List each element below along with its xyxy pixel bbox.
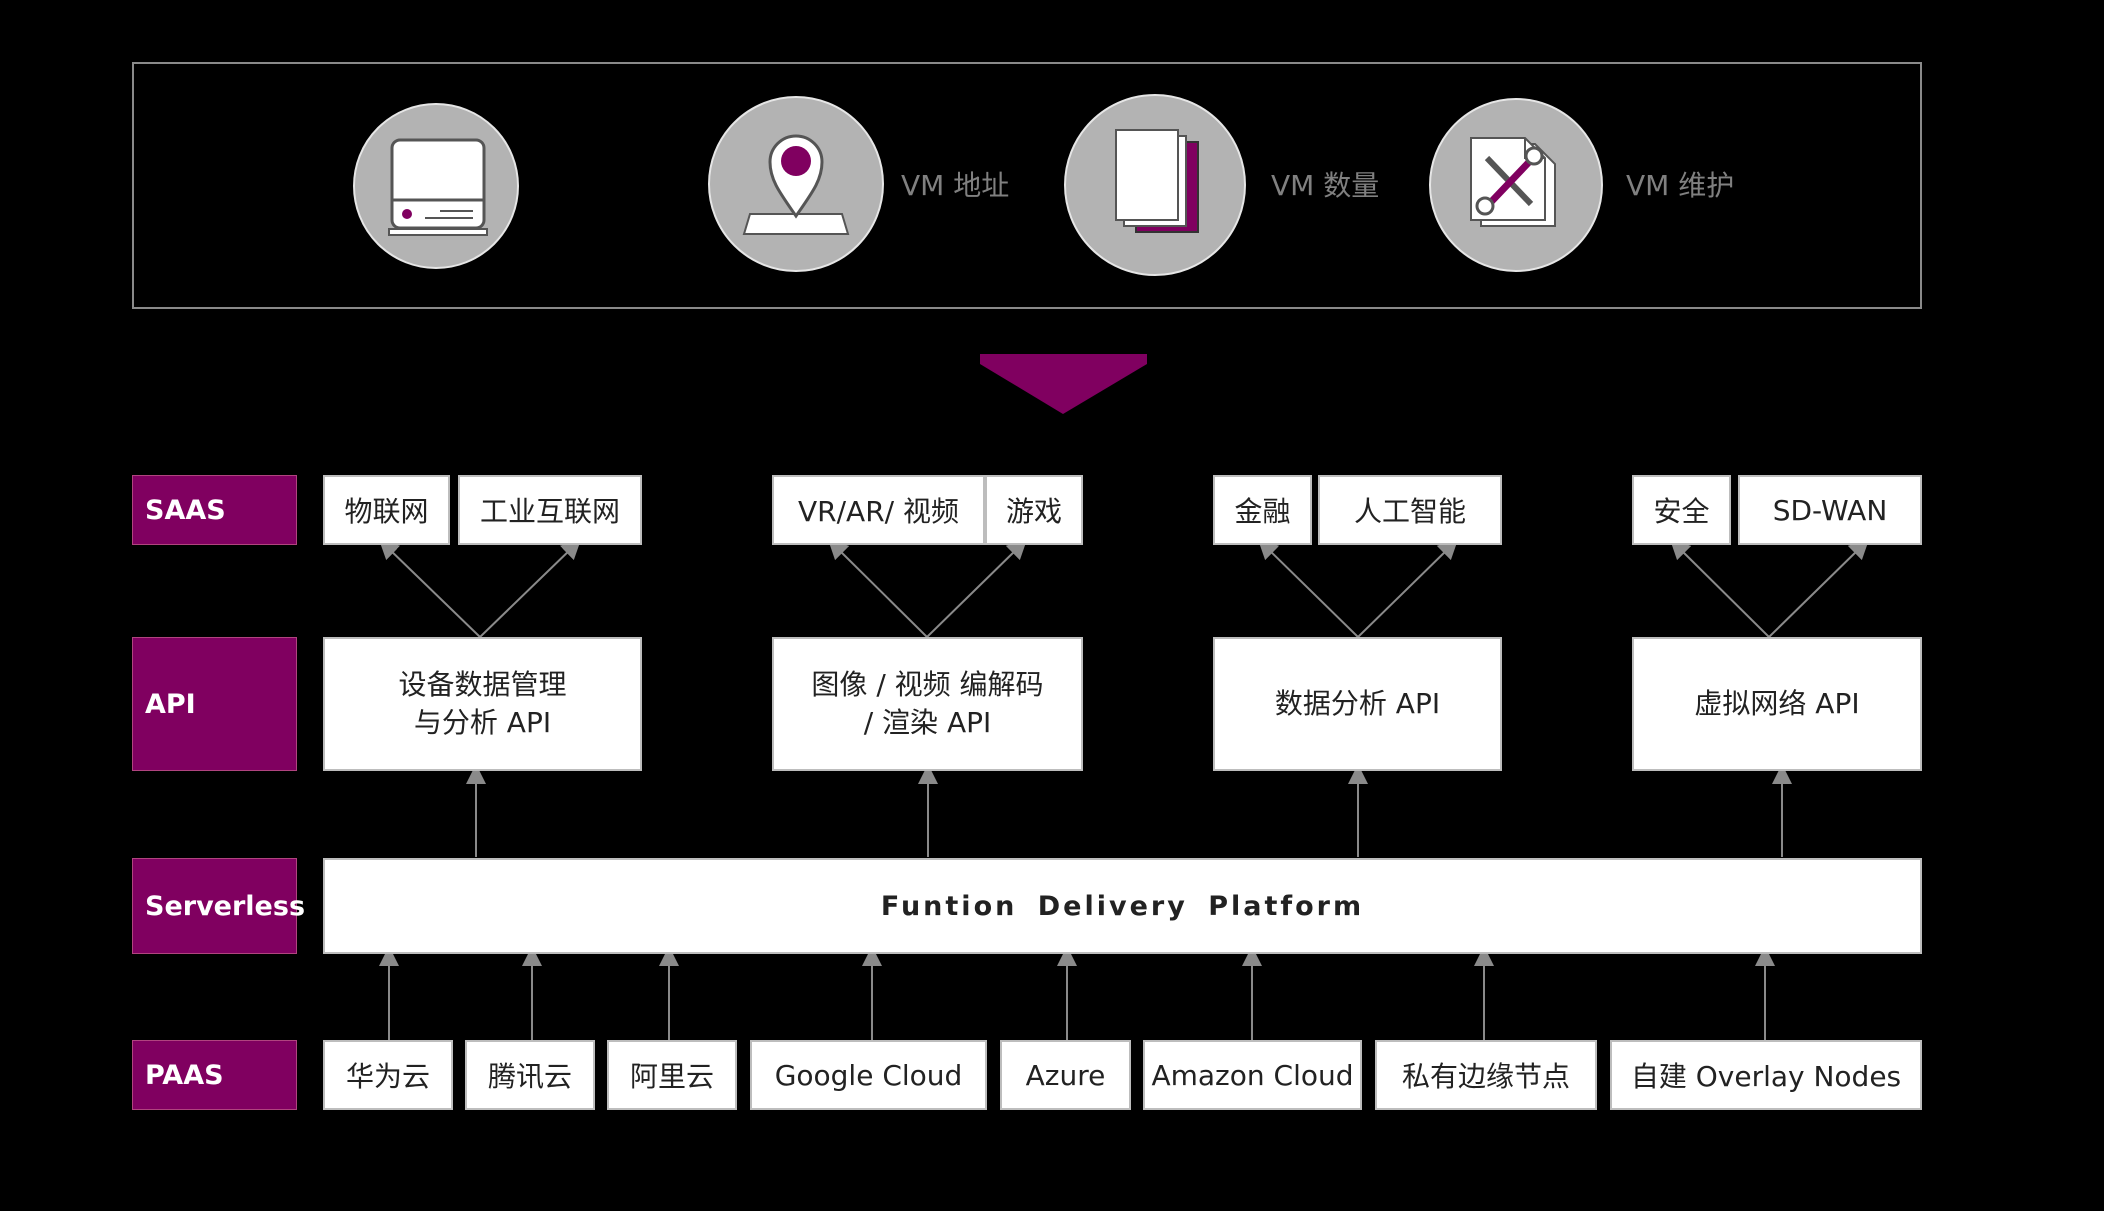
saas-item: 人工智能 bbox=[1318, 475, 1502, 545]
paas-item: Amazon Cloud bbox=[1143, 1040, 1362, 1110]
api-box: 图像 / 视频 编解码 / 渲染 API bbox=[772, 637, 1083, 771]
saas-item: SD-WAN bbox=[1738, 475, 1922, 545]
api-line: / 渲染 API bbox=[863, 706, 992, 739]
paas-item: 私有边缘节点 bbox=[1375, 1040, 1597, 1110]
saas-item: 安全 bbox=[1632, 475, 1731, 545]
documents-icon bbox=[1115, 129, 1199, 233]
api-box: 虚拟网络 API bbox=[1632, 637, 1922, 771]
paas-item: Azure bbox=[1000, 1040, 1131, 1110]
tier-saas: SAAS bbox=[132, 475, 297, 545]
api-line: 与分析 API bbox=[413, 706, 552, 739]
paas-item: 自建 Overlay Nodes bbox=[1610, 1040, 1922, 1110]
vm-count-label: VM 数量 bbox=[1271, 169, 1380, 202]
tier-paas: PAAS bbox=[132, 1040, 297, 1110]
paas-item: 腾讯云 bbox=[465, 1040, 595, 1110]
tier-serverless: Serverless bbox=[132, 858, 305, 954]
paas-item: 华为云 bbox=[323, 1040, 453, 1110]
api-line: 数据分析 API bbox=[1274, 687, 1441, 720]
api-box: 设备数据管理 与分析 API bbox=[323, 637, 642, 771]
location-pin-icon bbox=[742, 134, 850, 235]
saas-item: 工业互联网 bbox=[458, 475, 642, 545]
api-box: 数据分析 API bbox=[1213, 637, 1502, 771]
paas-item: 阿里云 bbox=[607, 1040, 737, 1110]
paas-item: Google Cloud bbox=[750, 1040, 987, 1110]
tools-circle bbox=[1429, 98, 1603, 272]
vm-address-label: VM 地址 bbox=[901, 169, 1010, 202]
api-line: 虚拟网络 API bbox=[1694, 687, 1860, 720]
saas-item: 金融 bbox=[1213, 475, 1312, 545]
vm-maintenance-label: VM 维护 bbox=[1626, 169, 1735, 202]
vm-panel bbox=[132, 62, 1922, 309]
api-line: 图像 / 视频 编解码 bbox=[811, 668, 1044, 701]
tools-icon bbox=[1470, 137, 1556, 227]
function-delivery-platform: Funtion Delivery Platform bbox=[323, 858, 1922, 954]
tier-api: API bbox=[132, 637, 297, 771]
server-icon bbox=[388, 138, 488, 236]
server-circle bbox=[353, 103, 519, 269]
api-line: 设备数据管理 bbox=[398, 668, 567, 701]
location-circle bbox=[708, 96, 884, 272]
saas-item: 物联网 bbox=[323, 475, 450, 545]
down-arrow-icon bbox=[980, 354, 1147, 414]
documents-circle bbox=[1064, 94, 1246, 276]
saas-item: 游戏 bbox=[985, 475, 1083, 545]
saas-item: VR/AR/ 视频 bbox=[772, 475, 985, 545]
